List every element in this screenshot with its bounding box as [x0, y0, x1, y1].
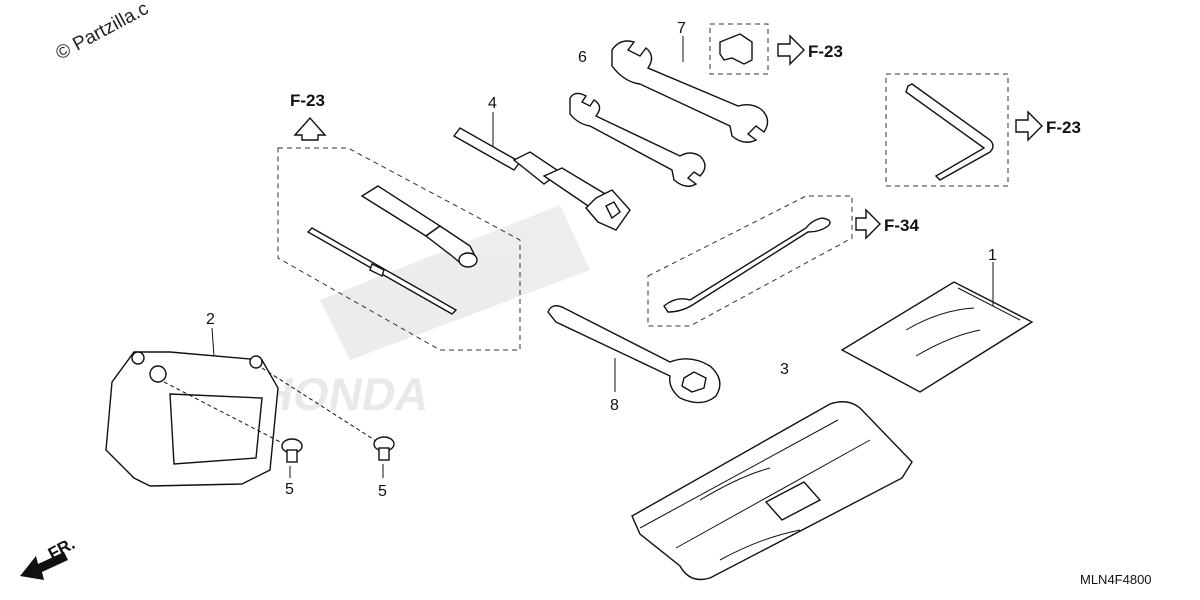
screw-left	[281, 438, 303, 478]
ref-arrow-right-icon	[777, 34, 805, 66]
tool-holder-cover	[105, 327, 385, 487]
front-direction-arrow: FR.	[20, 534, 78, 580]
label-part-2: 2	[206, 311, 215, 328]
label-part-8: 8	[610, 397, 619, 414]
screw-right	[373, 436, 395, 478]
ref-left-tools: F-23	[290, 91, 325, 110]
ref-arrow-up-icon	[293, 116, 327, 141]
label-part-5-right: 5	[378, 483, 387, 500]
label-part-4: 4	[488, 95, 497, 112]
honda-watermark: HONDA	[256, 205, 590, 420]
socket-wrench	[452, 112, 631, 231]
cable-group: F-34	[647, 195, 920, 327]
screwdriver-bit	[306, 227, 458, 315]
ref-hex-key: F-23	[1046, 118, 1081, 137]
copyright-watermark: © Partzilla.c	[52, 0, 152, 64]
open-wrench-large	[611, 36, 769, 143]
ref-clip: F-23	[808, 42, 843, 61]
label-part-7: 7	[677, 20, 686, 37]
left-tool-group: F-23	[277, 91, 521, 351]
ref-arrow-right-icon	[855, 208, 881, 240]
label-part-3: 3	[780, 361, 789, 378]
front-arrow-icon	[20, 552, 68, 580]
owner-manual	[840, 262, 1034, 393]
hex-key-group: F-23	[885, 73, 1081, 187]
label-part-1: 1	[988, 247, 997, 264]
clip-group: F-23	[709, 23, 843, 75]
label-part-6: 6	[578, 49, 587, 66]
open-wrench-small	[569, 92, 706, 187]
diagram-code: MLN4F4800	[1080, 572, 1152, 587]
ref-cable: F-34	[884, 216, 920, 235]
box-wrench	[547, 305, 721, 404]
tool-bag	[631, 401, 913, 581]
ref-arrow-right-icon	[1015, 110, 1043, 142]
label-part-5-left: 5	[285, 481, 294, 498]
screwdriver-handle	[360, 185, 478, 268]
svg-text:HONDA: HONDA	[256, 368, 434, 420]
